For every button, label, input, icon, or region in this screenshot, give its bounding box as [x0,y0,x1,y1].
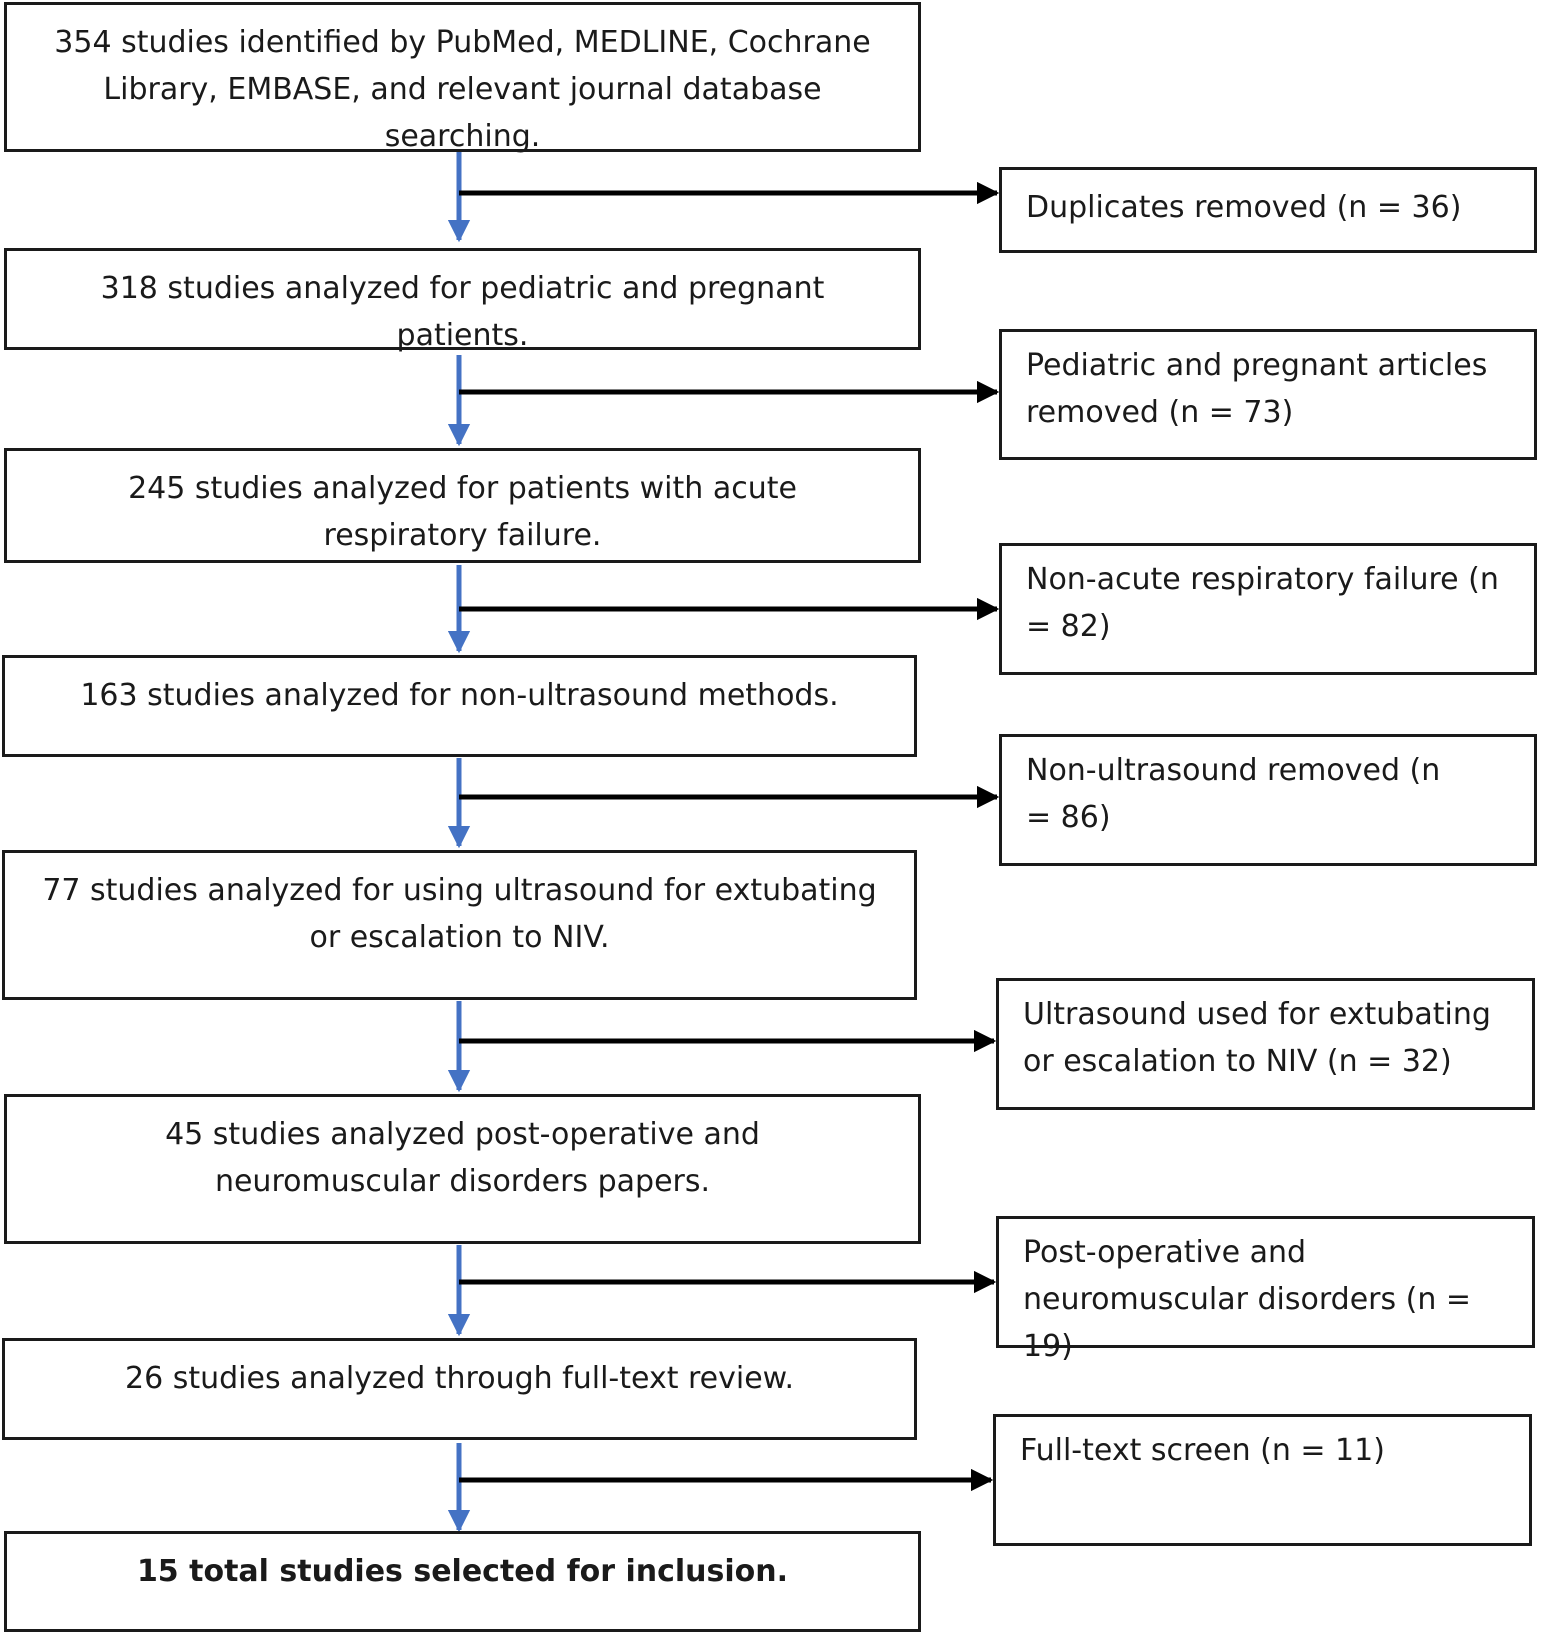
exclusion-box-pediatric-pregnant: Pediatric and pregnant articles removed … [999,329,1537,460]
step-text-identified: 354 studies identified by PubMed, MEDLIN… [54,25,871,154]
step-text-ultrasound-extubating: 77 studies analyzed for using ultrasound… [42,873,877,955]
exclusion-text-pediatric-pregnant: Pediatric and pregnant articles removed … [1026,348,1488,430]
step-box-full-text-review: 26 studies analyzed through full-text re… [2,1338,917,1440]
exclusion-box-post-operative: Post-operative and neuromuscular disorde… [996,1216,1535,1364]
step-text-post-operative: 45 studies analyzed post-operative and n… [165,1117,760,1199]
step-box-ultrasound-extubating: 77 studies analyzed for using ultrasound… [2,850,917,1000]
exclusion-text-duplicates: Duplicates removed (n = 36) [1026,190,1462,225]
step-text-full-text-review: 26 studies analyzed through full-text re… [125,1361,794,1396]
step-box-identified: 354 studies identified by PubMed, MEDLIN… [4,2,921,154]
step-text-acute-respiratory: 245 studies analyzed for patients with a… [128,471,797,553]
exclusion-text-post-operative: Post-operative and neuromuscular disorde… [1023,1235,1472,1364]
exclusion-text-full-text-screen: Full-text screen (n = 11) [1020,1433,1385,1468]
step-text-non-ultrasound: 163 studies analyzed for non-ultrasound … [80,678,839,713]
exclusion-box-duplicates: Duplicates removed (n = 36) [999,167,1537,253]
step-text-pediatric-pregnant: 318 studies analyzed for pediatric and p… [100,271,825,353]
exclusion-text-non-ultrasound: Non-ultrasound removed (n = 86) [1026,753,1441,835]
exclusion-box-non-acute: Non-acute respiratory failure (n = 82) [999,543,1537,675]
exclusion-box-ultrasound-used: Ultrasound used for extubating or escala… [996,978,1535,1110]
exclusion-box-non-ultrasound: Non-ultrasound removed (n = 86) [999,734,1537,866]
step-box-pediatric-pregnant: 318 studies analyzed for pediatric and p… [4,248,921,353]
exclusion-text-non-acute: Non-acute respiratory failure (n = 82) [1026,562,1499,644]
exclusion-text-ultrasound-used: Ultrasound used for extubating or escala… [1023,997,1491,1079]
exclusion-box-full-text-screen: Full-text screen (n = 11) [993,1414,1532,1546]
step-box-post-operative: 45 studies analyzed post-operative and n… [4,1094,921,1244]
step-text-final-inclusion: 15 total studies selected for inclusion. [136,1554,789,1589]
step-box-non-ultrasound: 163 studies analyzed for non-ultrasound … [2,655,917,757]
step-box-acute-respiratory: 245 studies analyzed for patients with a… [4,448,921,563]
step-box-final-inclusion: 15 total studies selected for inclusion. [4,1531,921,1632]
